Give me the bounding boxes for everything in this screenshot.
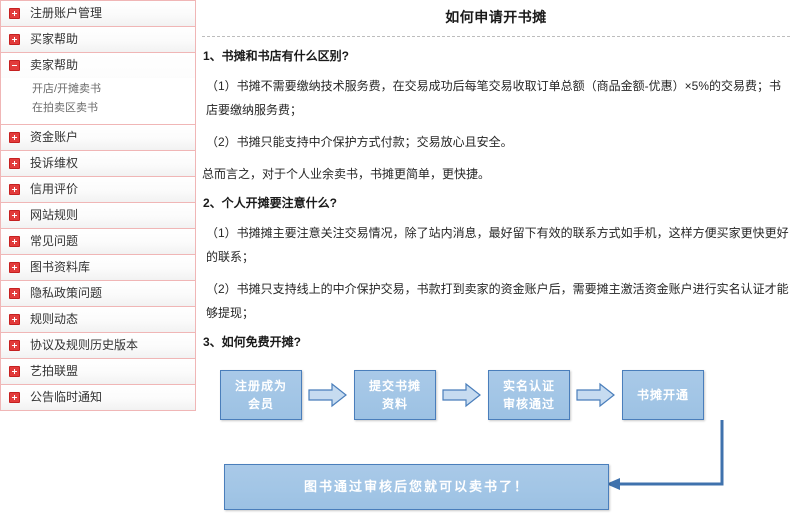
sidebar-item-changjianwenti[interactable]: 常见问题 xyxy=(1,229,195,254)
title-divider xyxy=(202,36,790,37)
flow-arrow-right-icon xyxy=(576,382,616,408)
sidebar-item-label: 隐私政策问题 xyxy=(30,286,103,300)
flow-arrow-right-icon xyxy=(442,382,482,408)
sidebar-item-guizedongtai[interactable]: 规则动态 xyxy=(1,307,195,332)
sidebar-item-label: 规则动态 xyxy=(30,312,79,326)
sidebar-group-12: 艺拍联盟 xyxy=(0,359,196,385)
sidebar-item-xieyilishibanben[interactable]: 协议及规则历史版本 xyxy=(1,333,195,358)
plus-icon[interactable] xyxy=(9,158,20,169)
sidebar-item-tousuweiquan[interactable]: 投诉维权 xyxy=(1,151,195,176)
sidebar-item-yipailianmeng[interactable]: 艺拍联盟 xyxy=(1,359,195,384)
flow-step-register: 注册成为 会员 xyxy=(220,370,302,420)
flow-step-submit-info: 提交书摊 资料 xyxy=(354,370,436,420)
sidebar-item-label: 注册账户管理 xyxy=(30,6,103,20)
flow-arrow-right-icon xyxy=(308,382,348,408)
sidebar-group-5: 信用评价 xyxy=(0,177,196,203)
section-2-heading: 2、个人开摊要注意什么? xyxy=(203,196,338,210)
sidebar-item-label: 信用评价 xyxy=(30,182,79,196)
sidebar-item-yinsizhengce[interactable]: 隐私政策问题 xyxy=(1,281,195,306)
plus-icon[interactable] xyxy=(9,314,20,325)
sidebar-group-6: 网站规则 xyxy=(0,203,196,229)
section-3-heading: 3、如何免费开摊? xyxy=(203,335,302,349)
sidebar-group-2: 卖家帮助 开店/开摊卖书 在拍卖区卖书 xyxy=(0,53,196,125)
sidebar-item-label: 网站规则 xyxy=(30,208,79,222)
section-1-paragraph-2: （2）书摊只能支持中介保护方式付款；交易放心且安全。 xyxy=(206,135,513,149)
minus-icon[interactable] xyxy=(9,60,20,71)
plus-icon[interactable] xyxy=(9,262,20,273)
help-article: 如何申请开书摊 1、书摊和书店有什么区别? （1）书摊不需要缴纳技术服务费，在交… xyxy=(196,0,800,519)
sidebar-item-maijiabangzhu[interactable]: 买家帮助 xyxy=(1,27,195,52)
sidebar-item-label: 图书资料库 xyxy=(30,260,91,274)
section-2-paragraph-2: （2）书摊只支持线上的中介保护交易，书款打到卖家的资金账户后，需要摊主激活资金账… xyxy=(206,282,789,320)
sidebar-item-label: 艺拍联盟 xyxy=(30,364,79,378)
plus-icon[interactable] xyxy=(9,34,20,45)
plus-icon[interactable] xyxy=(9,366,20,377)
sidebar-item-label: 卖家帮助 xyxy=(30,58,79,72)
sidebar-item-label: 常见问题 xyxy=(30,234,79,248)
sidebar-item-label: 公告临时通知 xyxy=(30,390,103,404)
flow-step-line1: 实名认证 xyxy=(502,379,555,393)
sidebar-subitems: 开店/开摊卖书 在拍卖区卖书 xyxy=(1,78,195,124)
flow-connector-elbow-icon xyxy=(598,416,778,502)
flow-result-box: 图书通过审核后您就可以卖书了！ xyxy=(224,464,609,510)
sidebar-item-label: 协议及规则历史版本 xyxy=(30,338,139,352)
sidebar-group-11: 协议及规则历史版本 xyxy=(0,333,196,359)
apply-flow-diagram: 注册成为 会员 提交书摊 资料 xyxy=(202,362,790,512)
sidebar-group-7: 常见问题 xyxy=(0,229,196,255)
sidebar-item-xinyongpingjia[interactable]: 信用评价 xyxy=(1,177,195,202)
plus-icon[interactable] xyxy=(9,392,20,403)
sidebar-subitem-paimaiqu[interactable]: 在拍卖区卖书 xyxy=(32,102,98,114)
plus-icon[interactable] xyxy=(9,132,20,143)
sidebar-group-3: 资金账户 xyxy=(0,125,196,151)
flow-steps-row: 注册成为 会员 提交书摊 资料 xyxy=(220,370,704,420)
sidebar-item-label: 投诉维权 xyxy=(30,156,79,170)
sidebar-group-1: 买家帮助 xyxy=(0,27,196,53)
sidebar-group-8: 图书资料库 xyxy=(0,255,196,281)
sidebar-item-wangzhanguize[interactable]: 网站规则 xyxy=(1,203,195,228)
sidebar-group-10: 规则动态 xyxy=(0,307,196,333)
sidebar-item-label: 资金账户 xyxy=(30,130,79,144)
section-1-paragraph-1: （1）书摊不需要缴纳技术服务费，在交易成功后每笔交易收取订单总额（商品金额-优惠… xyxy=(206,79,782,117)
flow-step-stall-open: 书摊开通 xyxy=(622,370,704,420)
plus-icon[interactable] xyxy=(9,8,20,19)
flow-step-line1: 注册成为 xyxy=(234,379,287,393)
sidebar-group-9: 隐私政策问题 xyxy=(0,281,196,307)
sidebar-item-maijiabangzhu-seller[interactable]: 卖家帮助 xyxy=(1,53,195,78)
plus-icon[interactable] xyxy=(9,184,20,195)
plus-icon[interactable] xyxy=(9,210,20,221)
sidebar-group-13: 公告临时通知 xyxy=(0,385,196,411)
flow-step-line1: 书摊开通 xyxy=(636,388,689,402)
flow-step-line1: 提交书摊 xyxy=(368,379,421,393)
sidebar-group-4: 投诉维权 xyxy=(0,151,196,177)
flow-step-verify: 实名认证 审核通过 xyxy=(488,370,570,420)
plus-icon[interactable] xyxy=(9,340,20,351)
help-sidebar: 注册账户管理 买家帮助 卖家帮助 开店/开摊卖书 在拍卖区卖书 资金账户 xyxy=(0,0,196,411)
flow-step-line2: 审核通过 xyxy=(502,397,555,411)
sidebar-item-gonggaolinshi[interactable]: 公告临时通知 xyxy=(1,385,195,410)
sidebar-item-tushuziliaoku[interactable]: 图书资料库 xyxy=(1,255,195,280)
sidebar-item-zhuceZhanghuGuanli[interactable]: 注册账户管理 xyxy=(1,1,195,26)
section-1-heading: 1、书摊和书店有什么区别? xyxy=(203,49,350,63)
plus-icon[interactable] xyxy=(9,288,20,299)
plus-icon[interactable] xyxy=(9,236,20,247)
sidebar-item-zijinzhanghu[interactable]: 资金账户 xyxy=(1,125,195,150)
sidebar-subitem-kaidian-kaitan[interactable]: 开店/开摊卖书 xyxy=(32,83,102,95)
section-2-paragraph-1: （1）书摊摊主要注意关注交易情况，除了站内消息，最好留下有效的联系方式如手机，这… xyxy=(206,226,789,264)
flow-step-line2: 会员 xyxy=(247,397,274,411)
sidebar-item-label: 买家帮助 xyxy=(30,32,79,46)
sidebar-group-0: 注册账户管理 xyxy=(0,1,196,27)
section-1-paragraph-3: 总而言之，对于个人业余卖书，书摊更简单，更快捷。 xyxy=(202,167,491,181)
flow-step-line2: 资料 xyxy=(381,397,408,411)
page-title: 如何申请开书摊 xyxy=(445,9,547,25)
